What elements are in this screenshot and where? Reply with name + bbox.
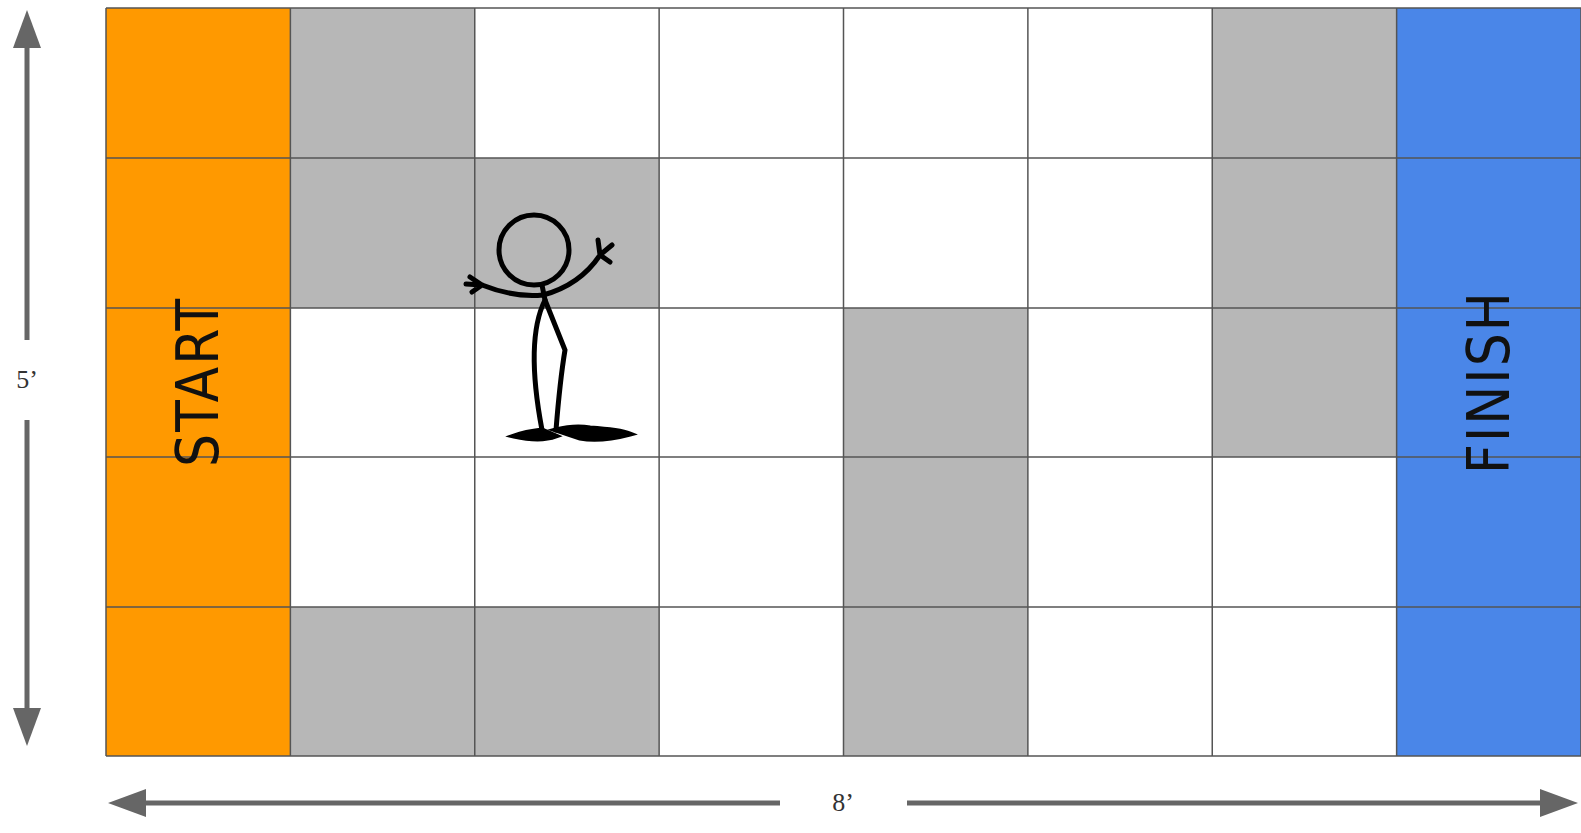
width-arrow [108,789,1578,817]
gray-cell [1212,8,1396,158]
finish-band: FINISH [1397,8,1581,756]
gray-cell [844,457,1028,607]
gray-cell [290,607,474,756]
gray-cell [1212,158,1396,308]
gray-cell [844,607,1028,756]
grid-line [474,8,476,756]
gray-cell [290,158,474,308]
grid-line [658,8,660,756]
dimension-label: 5’ [12,365,42,395]
grid-line [843,8,845,756]
start-column [106,8,290,756]
gray-cell [844,308,1028,457]
gray-cell [290,8,474,158]
grid-cells [106,8,1581,756]
band-label: START [164,297,232,467]
grid-line [105,8,107,756]
gray-cell [475,607,659,756]
grid-line [1027,8,1029,756]
finish-column [1397,8,1581,756]
dimension-label: 8’ [828,788,858,818]
stick-figure [466,215,630,439]
grid-line [1212,8,1214,756]
grid-line [1580,8,1581,756]
grid-line [1396,8,1398,756]
height-arrow [13,10,41,746]
gray-cell [1212,308,1396,457]
grid-line [290,8,292,756]
gray-cell [475,158,659,308]
band-label: FINISH [1455,290,1523,474]
start-band: START [106,8,290,756]
